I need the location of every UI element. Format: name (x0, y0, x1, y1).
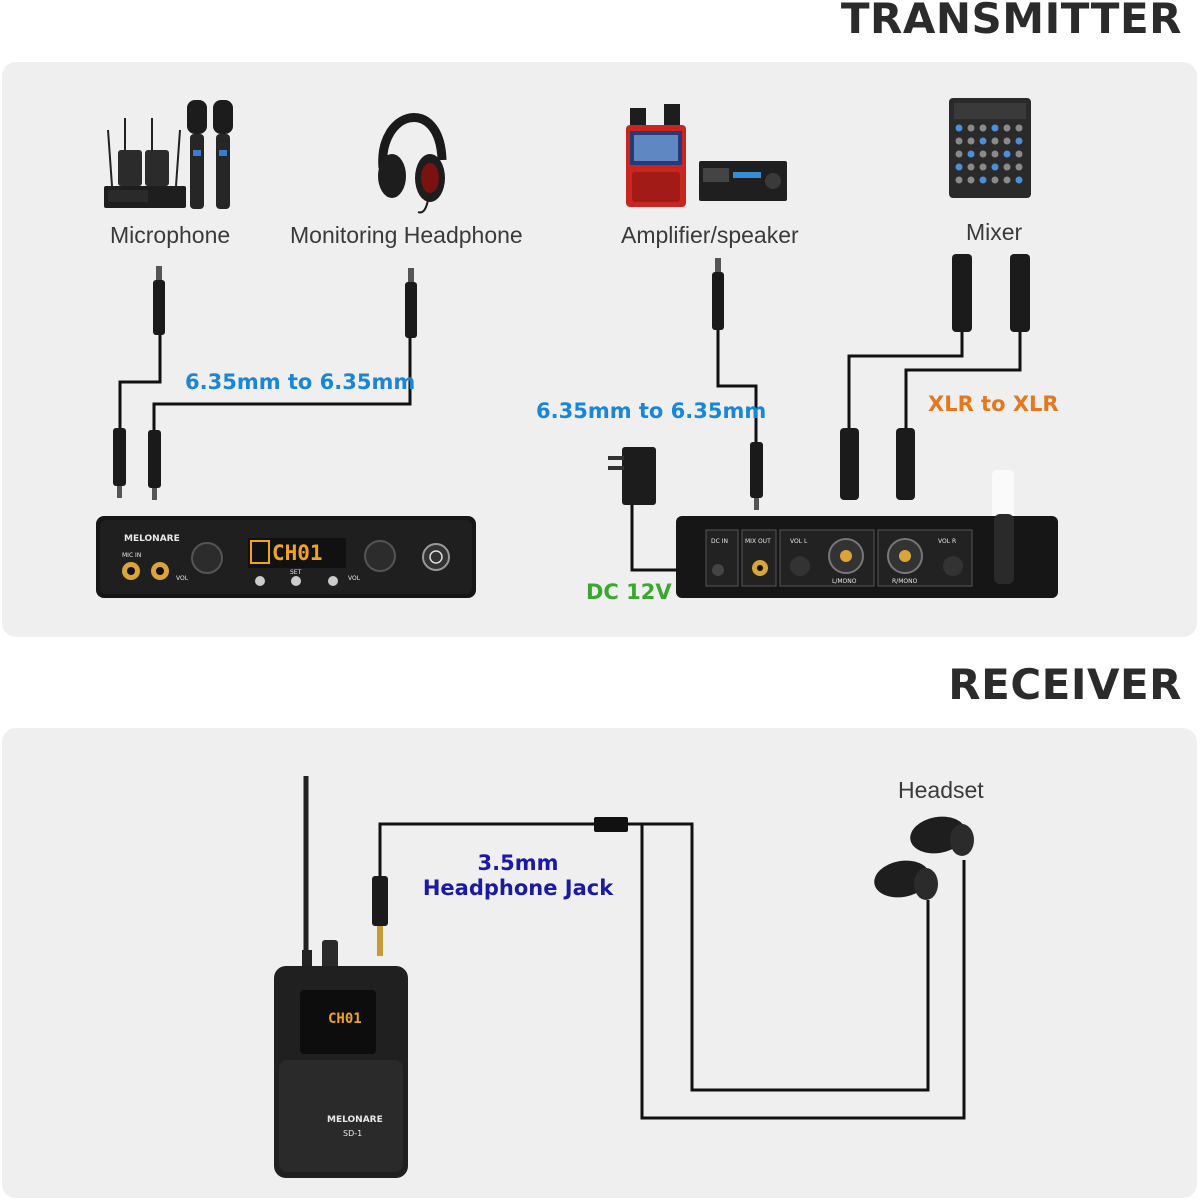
receiver-panel (2, 728, 1197, 1198)
receiver-cable (378, 822, 966, 1120)
mixer-icon (949, 98, 1031, 198)
mixer-knob (991, 150, 999, 158)
receiver-device: CH01 MELONARE SD-1 (274, 776, 408, 1178)
mixer-knob (955, 150, 963, 158)
back-vol-l: VOL L (790, 538, 808, 545)
cable-splitter (594, 817, 628, 832)
mixer-knob (991, 176, 999, 184)
mixer-label: Mixer (966, 219, 1023, 245)
mixer-knob (979, 124, 987, 132)
mixer-knob (979, 163, 987, 171)
xlr-cables (840, 254, 1030, 500)
front-display: CH01 (272, 541, 323, 565)
mixer-knob (955, 163, 963, 171)
right-cable-label: 6.35mm to 6.35mm (536, 399, 767, 423)
mixer-knob (979, 150, 987, 158)
headset-label: Headset (898, 777, 984, 803)
back-r-mono: R/MONO (892, 578, 918, 585)
mixer-knob (1003, 137, 1011, 145)
headphone-jack-plug (372, 876, 388, 956)
headphone-jack-label: 3.5mm Headphone Jack (420, 851, 616, 901)
mixer-knob (967, 150, 975, 158)
headphone-icon (378, 113, 447, 214)
mixer-knob (1015, 150, 1023, 158)
left-cable-label: 6.35mm to 6.35mm (185, 370, 416, 394)
left-635-plugs (113, 266, 417, 500)
back-mix-out: MIX OUT (745, 538, 771, 545)
transmitter-back-unit: DC IN MIX OUT VOL L VOL R L/MONO R/MONO (676, 470, 1058, 598)
amplifier-speaker-label: Amplifier/speaker (621, 222, 799, 248)
monitoring-headphone-label: Monitoring Headphone (290, 222, 523, 248)
mixer-knob (955, 124, 963, 132)
mixer-knob (1015, 124, 1023, 132)
front-brand: MELONARE (124, 534, 180, 544)
mixer-knob (1015, 137, 1023, 145)
jack-label-line1: 3.5mm (477, 851, 559, 875)
microphone-icon (104, 100, 233, 209)
transmitter-front-unit: MELONARE MIC IN VOL CH01 SET VOL (96, 516, 476, 598)
left-635-cables (118, 335, 412, 430)
front-vol-left: VOL (176, 575, 189, 582)
mixer-knob (967, 176, 975, 184)
front-vol-right: VOL (348, 575, 361, 582)
back-vol-r: VOL R (938, 538, 956, 545)
mixer-knob (1015, 176, 1023, 184)
mixer-knob (967, 137, 975, 145)
front-mic-in: MIC IN (122, 552, 141, 559)
mixer-knob (1003, 176, 1011, 184)
front-set: SET (290, 569, 302, 576)
xlr-cable-label: XLR to XLR (928, 392, 1059, 416)
dc-label: DC 12V (586, 580, 672, 604)
back-l-mono: L/MONO (832, 578, 857, 585)
receiver-model: SD-1 (343, 1129, 362, 1138)
mixer-knob (955, 137, 963, 145)
mixer-knob (1003, 124, 1011, 132)
mixer-knob (991, 163, 999, 171)
mixer-knob (991, 124, 999, 132)
right-635-cable (712, 258, 763, 510)
dc-adapter (608, 447, 684, 572)
mixer-knob (967, 124, 975, 132)
mixer-knob (1015, 163, 1023, 171)
mixer-knob (979, 176, 987, 184)
mixer-knob (979, 137, 987, 145)
mixer-knob (1003, 163, 1011, 171)
mixer-knob (991, 137, 999, 145)
mixer-knob (955, 176, 963, 184)
jack-label-line2: Headphone Jack (422, 876, 614, 900)
receiver-display: CH01 (328, 1011, 362, 1027)
microphone-label: Microphone (110, 222, 231, 248)
mixer-knob (967, 163, 975, 171)
mixer-knob (1003, 150, 1011, 158)
receiver-title: RECEIVER (948, 660, 1182, 709)
speaker-icon (626, 104, 787, 207)
earbuds-icon (874, 816, 974, 900)
transmitter-title: TRANSMITTER (840, 0, 1182, 43)
back-dc-in: DC IN (711, 538, 728, 545)
receiver-brand: MELONARE (327, 1115, 383, 1125)
